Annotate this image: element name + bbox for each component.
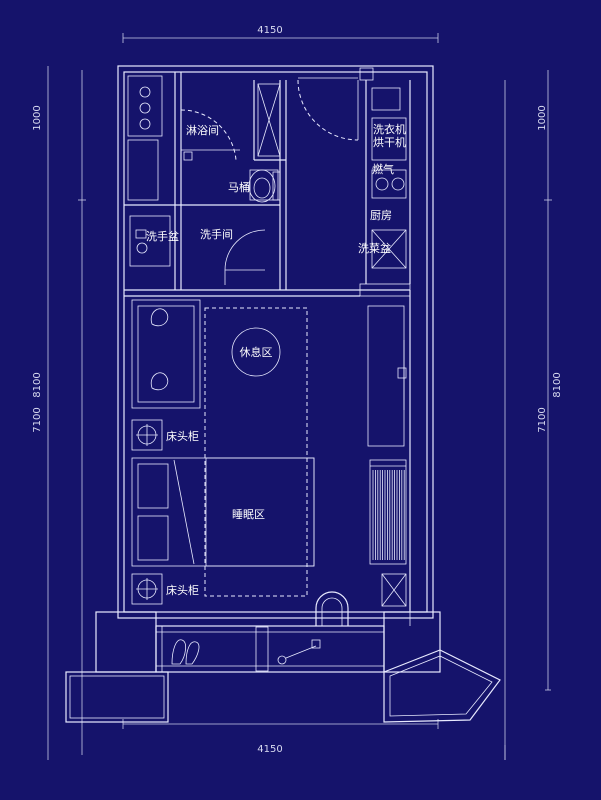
kitchen-counter: [365, 80, 411, 284]
chair-icon: [315, 591, 349, 626]
dim-top-width: 4150: [257, 25, 282, 36]
toilet-icon: [248, 169, 281, 203]
faucet-icon: [277, 639, 321, 665]
label-sleeping-area: 睡眠区: [232, 508, 265, 521]
dim-right-top: 1000: [537, 105, 548, 130]
label-wash-basin: 洗手盆: [146, 229, 179, 243]
dimension-lines: [47, 33, 552, 760]
dim-left-total: 8100: [32, 372, 43, 397]
sofa-icon: [131, 299, 201, 409]
label-gas-stove: 燃气: [372, 162, 394, 176]
bed-icon: [131, 457, 315, 567]
dim-bottom-width: 4150: [257, 744, 282, 755]
label-bedside-bottom: 床头柜: [166, 583, 199, 597]
balcony: [65, 611, 501, 723]
label-kitchen: 厨房: [370, 209, 392, 222]
lounge-area-outline: [204, 307, 308, 597]
label-lounge: 休息区: [240, 345, 273, 359]
vanity-cabinet: [127, 75, 163, 201]
bathroom-door-swing: [224, 229, 266, 285]
dim-left-mid: 7100: [32, 407, 43, 432]
bedside-table-top: [131, 419, 163, 451]
label-washer-dryer-2: 烘干机: [373, 135, 406, 149]
label-washer-dryer-1: 洗衣机: [373, 122, 406, 136]
label-bedside-top: 床头柜: [166, 429, 199, 443]
bedside-table-bottom: [131, 573, 163, 605]
label-washroom: 洗手间: [200, 227, 233, 241]
shower-head-icon: [183, 151, 193, 161]
shower-door-swing: [180, 109, 237, 161]
round-table-icon: [231, 327, 281, 377]
label-kitchen-sink: 洗菜盆: [358, 241, 391, 255]
storage-cabinet: [381, 573, 407, 607]
label-shower: 淋浴间: [186, 124, 219, 137]
dim-right-mid: 7100: [537, 407, 548, 432]
wardrobe: [369, 459, 407, 565]
tv-cabinet: [367, 305, 407, 447]
dim-right-total: 8100: [552, 372, 563, 397]
dim-left-top: 1000: [32, 105, 43, 130]
label-toilet: 马桶: [228, 180, 250, 194]
shoe-icon: [171, 639, 200, 665]
entrance-door-swing: [297, 79, 359, 141]
wash-basin-icon: [129, 215, 171, 267]
